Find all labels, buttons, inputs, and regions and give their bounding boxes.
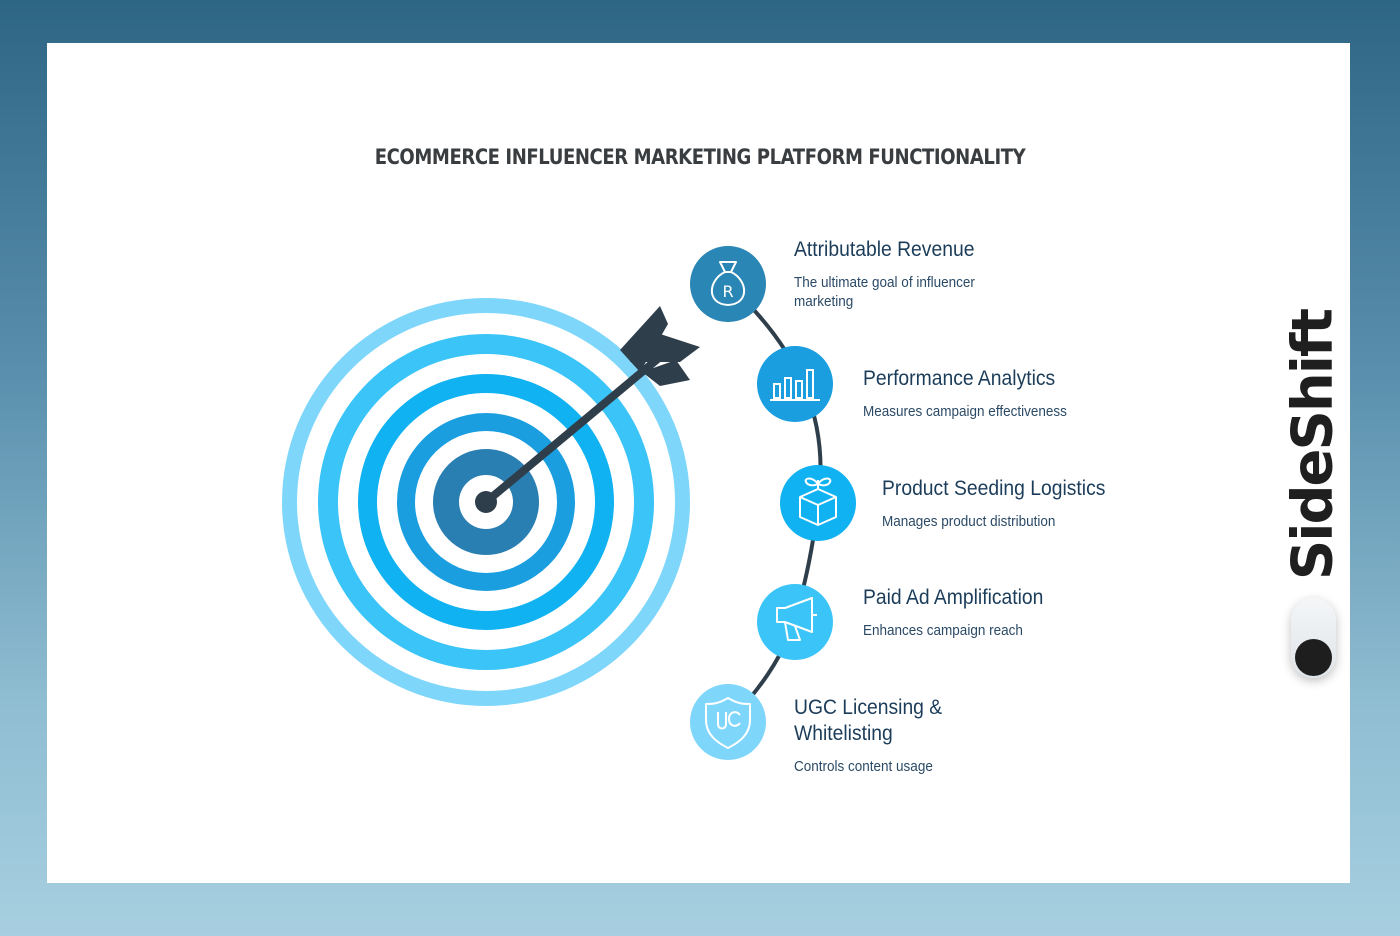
arrow-icon bbox=[475, 306, 700, 513]
item-title: Attributable Revenue bbox=[794, 238, 975, 261]
item-desc: The ultimate goal of influencer marketin… bbox=[794, 274, 975, 310]
item-circle-3 bbox=[780, 465, 856, 541]
money-bag-icon: R bbox=[711, 261, 745, 306]
toggle-knob[interactable] bbox=[1295, 639, 1332, 676]
item-circle-4 bbox=[757, 584, 833, 660]
sideshift-toggle[interactable] bbox=[1291, 598, 1336, 678]
item-circle-1 bbox=[690, 246, 766, 322]
item-desc: Enhances campaign reach bbox=[863, 622, 1023, 639]
item-product-seeding-logistics: Product Seeding Logistics Manages produc… bbox=[882, 476, 1162, 531]
item-title: UGC Licensing & Whitelisting bbox=[794, 696, 943, 745]
svg-text:R: R bbox=[722, 282, 733, 301]
item-title: Performance Analytics bbox=[863, 367, 1056, 390]
brand-logo: SideShift bbox=[1280, 309, 1346, 581]
bar-chart-icon bbox=[770, 369, 820, 401]
item-title: Paid Ad Amplification bbox=[863, 586, 1044, 609]
item-desc: Controls content usage bbox=[794, 758, 933, 775]
item-ugc-licensing: UGC Licensing & Whitelisting Controls co… bbox=[794, 695, 994, 776]
megaphone-icon bbox=[776, 597, 817, 641]
item-performance-analytics: Performance Analytics Measures campaign … bbox=[863, 366, 1143, 421]
item-title: Product Seeding Logistics bbox=[882, 477, 1106, 500]
shield-icon bbox=[705, 697, 751, 749]
diagram-title: ECOMMERCE INFLUENCER MARKETING PLATFORM … bbox=[374, 145, 1026, 169]
item-paid-ad-amplification: Paid Ad Amplification Enhances campaign … bbox=[863, 585, 1143, 640]
item-desc: Manages product distribution bbox=[882, 513, 1056, 530]
item-attributable-revenue: Attributable Revenue The ultimate goal o… bbox=[794, 237, 1054, 311]
sprouting-box-icon bbox=[799, 477, 837, 526]
item-desc: Measures campaign effectiveness bbox=[863, 403, 1067, 420]
